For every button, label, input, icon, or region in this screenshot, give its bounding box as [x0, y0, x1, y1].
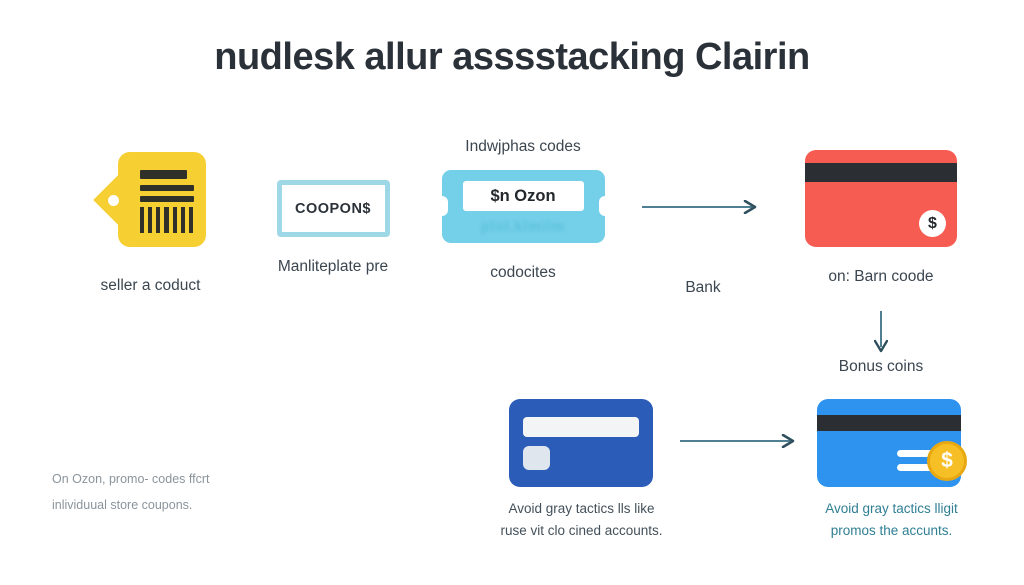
barcode-bar-thick [139, 170, 187, 179]
node-caption-coupon: Manliteplate pre [277, 258, 389, 275]
card-detail-line-2 [897, 464, 935, 471]
arrow-label-bank: Bank [685, 279, 721, 296]
node-caption-blue-card: Avoid gray tactics lligit promos the acc… [789, 498, 994, 543]
barcode-bar-wide-2 [139, 196, 194, 202]
navy-caption-line-1: Avoid gray tactics lls like [508, 501, 655, 516]
page-title: nudlesk allur asssstacking Clairin [214, 36, 810, 78]
node-caption-promo-ticket: codocites [490, 264, 556, 281]
node-caption-navy-card: Avoid gray tactics lls like ruse vit clo… [479, 498, 684, 543]
blue-caption-line-2: promos the accunts. [830, 523, 953, 539]
arrow-right-icon-bank [642, 199, 764, 215]
credit-card-blue-coin-icon: $ [817, 399, 967, 487]
coupon-outline-icon: COOPON$ [276, 180, 390, 237]
coupon-badge-text: COOPON$ [294, 200, 371, 217]
ticket-blurred-text: plol.klmilm [480, 218, 566, 234]
card-signature-strip [523, 417, 639, 437]
barcode-stripes [139, 207, 194, 233]
node-promo-ticket: Indwjphas codes $n Ozon plol.klmilm codo… [435, 138, 611, 285]
barcode-bar-wide-1 [139, 185, 194, 191]
coupon-corner-dot [377, 225, 382, 229]
footnote-left: On Ozon, promo- codes ffcrt inlividuual … [52, 466, 312, 519]
coupon-corner-dot [284, 188, 289, 192]
node-caption-product-tag: seller a coduct [100, 277, 201, 294]
gold-coin-icon: $ [927, 441, 967, 481]
barcode-lines [139, 170, 194, 233]
card-chip-icon [523, 446, 550, 470]
ticket-filled-icon: $n Ozon plol.klmilm [435, 170, 611, 243]
navy-caption-line-2: ruse vit clo cined accounts. [500, 523, 663, 539]
arrow-label-bonus: Bonus coins [838, 358, 924, 375]
arrow-right-icon-bottom [680, 433, 802, 449]
node-coupon: COOPON$ Manliteplate pre [248, 180, 418, 279]
card-magnetic-stripe [805, 163, 957, 182]
ticket-code-field: $n Ozon [462, 181, 584, 211]
node-blue-card: $ [817, 399, 967, 487]
credit-card-navy-icon [509, 399, 653, 487]
dollar-badge-icon: $ [919, 210, 946, 237]
arrow-down-icon-bonus [873, 311, 889, 355]
node-red-card: $ on: Barn coode [805, 150, 957, 289]
footnote-left-line-1: On Ozon, promo- codes ffcrt [52, 472, 210, 486]
node-navy-card [509, 399, 653, 487]
credit-card-red-icon: $ [805, 150, 957, 247]
card-magnetic-stripe [817, 415, 961, 431]
card-detail-line-1 [897, 450, 935, 457]
node-product-tag: seller a coduct [58, 152, 243, 298]
price-tag-barcode-icon [92, 152, 206, 256]
promo-ticket-overline: Indwjphas codes [465, 138, 581, 155]
tag-hole-shape [107, 195, 119, 206]
coupon-corner-dot [377, 188, 382, 192]
footnote-left-line-2: inlividuual store coupons. [52, 498, 193, 513]
blue-caption-line-1: Avoid gray tactics lligit [825, 501, 958, 516]
node-caption-red-card: on: Barn coode [828, 268, 934, 285]
coupon-corner-dot [284, 225, 289, 229]
